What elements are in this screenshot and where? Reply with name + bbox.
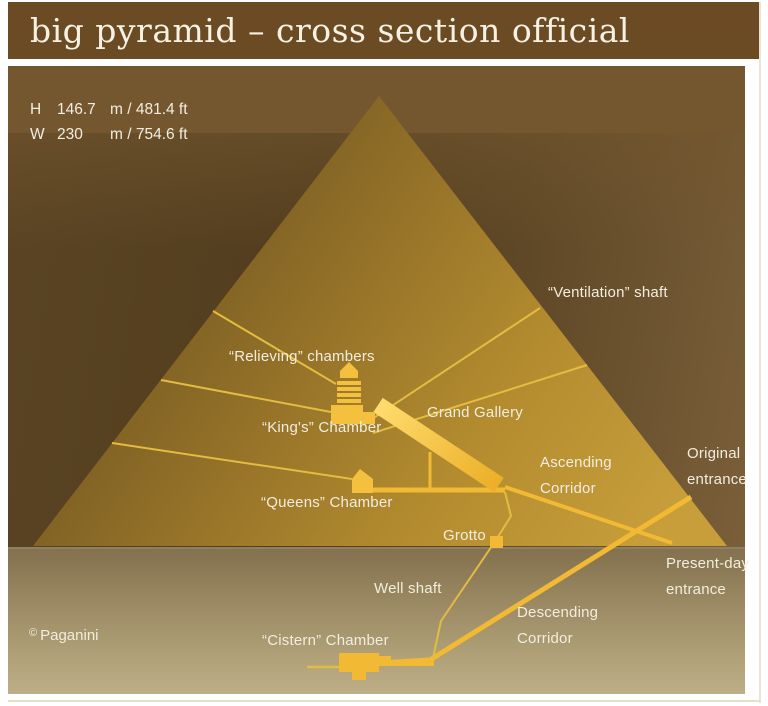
credit-line: ©Paganini — [29, 627, 99, 644]
label-grand-gallery: Grand Gallery — [427, 404, 523, 421]
frame-edge-right — [759, 2, 761, 703]
width-letter: W — [30, 126, 45, 143]
page-title: big pyramid – cross section official — [30, 11, 630, 50]
copyright-icon: © — [29, 627, 38, 639]
height-letter: H — [30, 101, 42, 118]
label-descending-corridor: Descending Corridor — [517, 604, 599, 647]
height-value: 146.7 — [57, 101, 96, 118]
frame-edge-bottom — [8, 700, 760, 702]
relieving-stripe — [337, 393, 361, 397]
cistern-lower-notch — [352, 672, 366, 680]
relieving-chambers-group — [331, 362, 375, 424]
queens-chamber-shape — [352, 469, 373, 493]
width-unit: m / 754.6 ft — [110, 126, 188, 143]
grand-gallery-shape — [373, 397, 504, 493]
cistern-chamber-shape — [339, 653, 379, 672]
width-value: 230 — [57, 126, 83, 143]
relieving-stripe — [337, 399, 361, 403]
title-bar: big pyramid – cross section official — [8, 2, 760, 59]
ascending-corridor-line — [504, 485, 673, 545]
vent-shaft-king-left2-icon — [160, 379, 332, 413]
label-kings-chamber: “King's” Chamber — [262, 419, 382, 436]
label-queens-chamber: “Queens” Chamber — [261, 494, 393, 511]
dimensions-block: H 146.7 m / 481.4 ft W 230 m / 754.6 ft — [30, 97, 188, 147]
pyramid-outline — [33, 96, 727, 546]
label-relieving-chambers: “Relieving” chambers — [229, 348, 375, 365]
cistern-chamber-group — [307, 653, 434, 680]
height-row: H 146.7 m / 481.4 ft — [30, 97, 188, 122]
label-original-entrance: Original entrance — [687, 445, 747, 488]
kings-chamber-block — [331, 405, 363, 424]
label-well-shaft: Well shaft — [374, 580, 442, 597]
credit-name: Paganini — [40, 627, 99, 644]
relieving-stripe — [337, 387, 361, 391]
grotto-square — [490, 536, 503, 548]
vent-shaft-king-left-icon — [212, 310, 337, 385]
relieving-stripe — [337, 381, 361, 385]
label-grotto: Grotto — [443, 527, 486, 544]
width-row: W 230 m / 754.6 ft — [30, 122, 188, 147]
label-cistern-chamber: “Cistern” Chamber — [262, 632, 389, 649]
label-present-day-entrance: Present-day entrance — [666, 555, 750, 598]
vent-shaft-queen-left-icon — [111, 442, 353, 480]
relieving-cap-icon — [340, 362, 358, 378]
label-ascending-corridor: Ascending Corridor — [540, 454, 612, 497]
label-ventilation-shaft: “Ventilation” shaft — [548, 284, 668, 301]
height-unit: m / 481.4 ft — [110, 101, 188, 118]
antechamber-block — [363, 412, 375, 424]
